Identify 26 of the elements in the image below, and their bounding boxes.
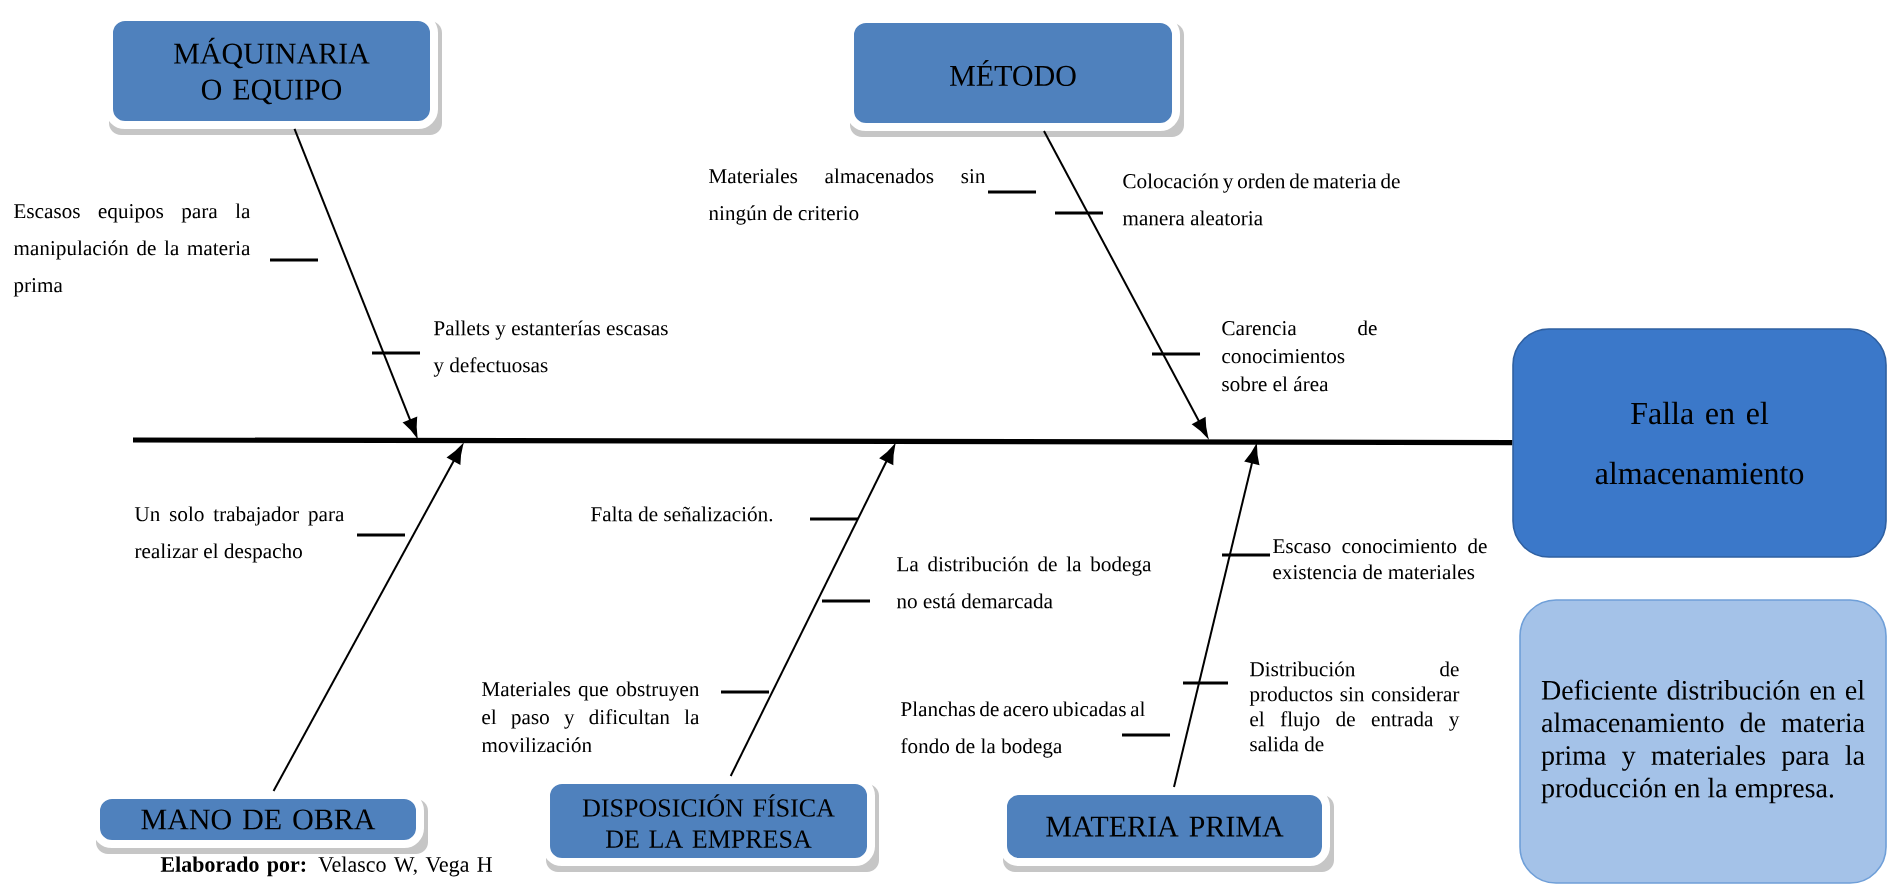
cause-text: Falta de señalización. (591, 506, 773, 522)
cause-text: Materiales almacenados sin ningún de criterio (708, 168, 986, 225)
cause-text: Colocación y orden de materia de manera aleatoria (1122, 173, 1400, 226)
category-box: DISPOSICIÓN FÍSICA DE LA EMPRESA (542, 776, 879, 872)
author-note: Elaborado por: Velasco W, Vega H (160, 856, 492, 877)
category-box: MATERIA PRIMA (999, 787, 1334, 872)
fishbone-spine (133, 437, 1513, 446)
category-box: MANO DE OBRA (92, 791, 428, 854)
category-box: MÉTODO (846, 15, 1184, 137)
cause-text: Escaso conocimiento de existencia de materiales (1273, 538, 1487, 580)
cause-text: La distribución de la bodega no está demarcada (896, 556, 1152, 609)
bone-arrow (729, 444, 896, 777)
cause-text: Escasos equipos para la manipulación de la materia prima (13, 203, 251, 297)
cause-text: Planchas de acero ubicadas al fondo de la bodega (901, 701, 1145, 758)
bone-arrow (1173, 445, 1260, 788)
category-box: MÁQUINARIA O EQUIPO (105, 13, 442, 135)
cause-text: Un solo trabajador para realizar el despacho (134, 506, 345, 563)
cause-text: Pallets y estanterías escasas y defectuosas (433, 320, 668, 377)
bone-arrow (272, 444, 463, 792)
effect-box: Falla en el almacenamiento (1512, 328, 1887, 558)
note-box: Deficiente distribución en el almacenamiento de materia prima y materiales para la producción en la empresa. (1519, 599, 1887, 884)
cause-text: Carencia de conocimientos sobre el área (1222, 320, 1377, 392)
bone-arrow (1043, 130, 1208, 438)
cause-text: Materiales que obstruyen el paso y dificultan la movilización (481, 681, 700, 753)
cause-text: Distribución de productos sin considerar el flujo de entrada y salida de (1249, 661, 1460, 752)
bone-arrow (293, 128, 418, 438)
